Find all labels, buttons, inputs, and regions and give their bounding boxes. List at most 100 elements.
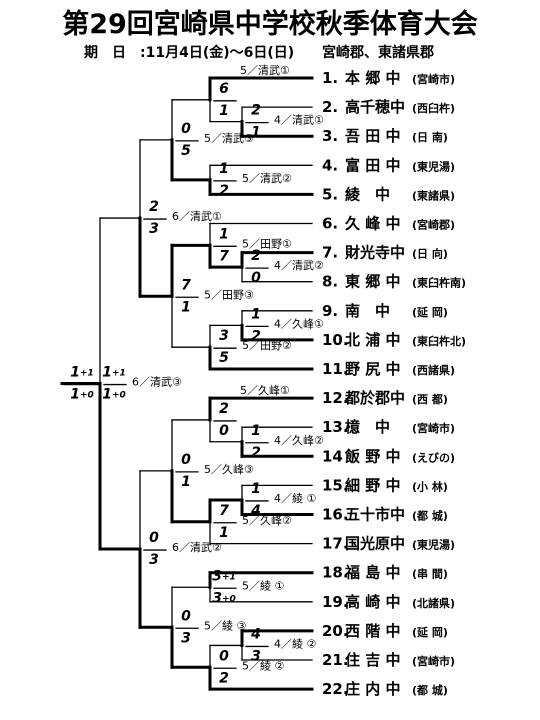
score-label: 1: [219, 103, 229, 119]
team-number: 22.: [322, 680, 349, 698]
team-name: 富 田 中: [345, 156, 400, 174]
venue-label: 5／綾 ②: [242, 659, 284, 672]
team-number: 11.: [322, 360, 349, 378]
score-label: 1+0: [102, 387, 126, 403]
score-label: 1: [251, 423, 261, 439]
team-number: 4.: [322, 156, 338, 174]
team-number: 5.: [322, 185, 338, 203]
team-number: 12.: [322, 389, 349, 407]
score-label: 2: [251, 103, 261, 119]
team-number: 21.: [322, 651, 349, 669]
team-prefecture: (延 岡): [412, 305, 448, 319]
team-number: 19.: [322, 593, 349, 611]
venue-label: 4／清武①: [274, 114, 324, 127]
team-number: 16.: [322, 506, 349, 524]
venue-label: 5／田野①: [242, 237, 292, 250]
team-prefecture: (西 都): [412, 392, 448, 406]
score-label: 0: [181, 121, 191, 137]
team-number: 17.: [322, 535, 349, 553]
team-number: 18.: [322, 564, 349, 582]
team-number: 20.: [322, 622, 349, 640]
venue-label: 5／綾 ①: [242, 579, 284, 592]
score-label: 1+1: [70, 365, 94, 381]
score-label: 0: [181, 452, 191, 468]
team-prefecture: (東諸県): [412, 188, 455, 202]
score-label: 0: [149, 530, 159, 546]
team-name: 北 浦 中: [345, 331, 400, 349]
score-label: 1: [251, 306, 261, 322]
score-label: 3+1: [212, 568, 236, 584]
score-label: 5: [181, 143, 191, 159]
team-prefecture: (西諸県): [412, 363, 455, 377]
team-name: 都於郡中: [344, 389, 405, 407]
score-label: 1+1: [102, 365, 126, 381]
team-prefecture: (小 林): [412, 479, 448, 493]
team-number: 9.: [322, 302, 338, 320]
score-label: 2: [251, 248, 261, 264]
score-label: 3+0: [212, 590, 236, 606]
team-name: 吾 田 中: [345, 127, 400, 145]
team-number: 2.: [322, 98, 338, 116]
score-label: 7: [219, 248, 229, 264]
score-label: 4: [250, 626, 261, 642]
team-number: 8.: [322, 273, 338, 291]
venue-label: 4／久峰②: [274, 434, 324, 447]
score-label: 2: [251, 328, 261, 344]
venue-label: 5／田野③: [204, 288, 254, 301]
venue-label: 6／清武②: [172, 541, 222, 554]
venue-label: 5／清武①: [240, 64, 290, 77]
team-name: 野 尻 中: [345, 360, 400, 378]
score-label: 3: [149, 552, 159, 568]
score-label: 1: [219, 161, 229, 177]
team-prefecture: (宮崎市): [412, 654, 455, 668]
team-name: 福 島 中: [344, 564, 400, 582]
team-name: 綾 中: [345, 185, 390, 203]
score-label: 7: [219, 503, 229, 519]
score-label: 5: [219, 350, 229, 366]
team-prefecture: (串 間): [412, 567, 448, 581]
team-name: 庄 内 中: [345, 680, 400, 698]
team-name: 国光原中: [345, 535, 405, 553]
team-number: 3.: [322, 127, 338, 145]
period-label: 期 日: [84, 45, 126, 61]
score-label: 1: [251, 481, 261, 497]
score-label: 6: [219, 81, 229, 97]
team-prefecture: (宮崎市): [412, 72, 455, 86]
team-prefecture: (宮崎市): [412, 421, 455, 435]
team-name: 高 崎 中: [345, 593, 400, 611]
venue-label: 5／清武③: [204, 132, 254, 145]
score-label: 2: [219, 401, 229, 417]
score-label: 1: [251, 125, 261, 141]
team-number: 13.: [322, 418, 349, 436]
period-dates: :11月4日(金)～6日(日): [140, 45, 295, 61]
team-number: 6.: [322, 215, 338, 233]
team-prefecture: (えびの): [412, 450, 455, 464]
team-name: 財光寺中: [344, 244, 405, 262]
score-label: 1+0: [70, 387, 94, 403]
team-name: 高千穂中: [345, 98, 405, 116]
team-name: 五十市中: [345, 506, 405, 524]
score-label: 7: [181, 277, 191, 293]
team-prefecture: (東児湯): [412, 159, 455, 173]
team-name: 南 中: [345, 302, 390, 320]
score-label: 1: [181, 474, 191, 490]
score-label: 1: [219, 226, 229, 242]
venue-label: 6／清武③: [132, 376, 182, 389]
venue-label: 5／清武②: [242, 172, 292, 185]
score-label: 3: [251, 648, 261, 664]
score-label: 1: [219, 525, 229, 541]
team-name: 東 郷 中: [345, 273, 400, 291]
venue-label: 6／清武①: [172, 210, 222, 223]
team-prefecture: (日 南): [412, 130, 448, 144]
team-prefecture: (延 岡): [412, 625, 448, 639]
team-number: 15.: [322, 476, 349, 494]
venue-label: 4／綾 ①: [274, 492, 316, 505]
score-label: 4: [250, 503, 261, 519]
venue-label: 4／久峰①: [274, 317, 324, 330]
team-number: 7.: [322, 244, 338, 262]
score-label: 0: [181, 608, 191, 624]
team-name: 細 野 中: [345, 476, 400, 494]
venue-label: 4／綾 ②: [274, 637, 316, 650]
team-name: 西 階 中: [345, 622, 400, 640]
